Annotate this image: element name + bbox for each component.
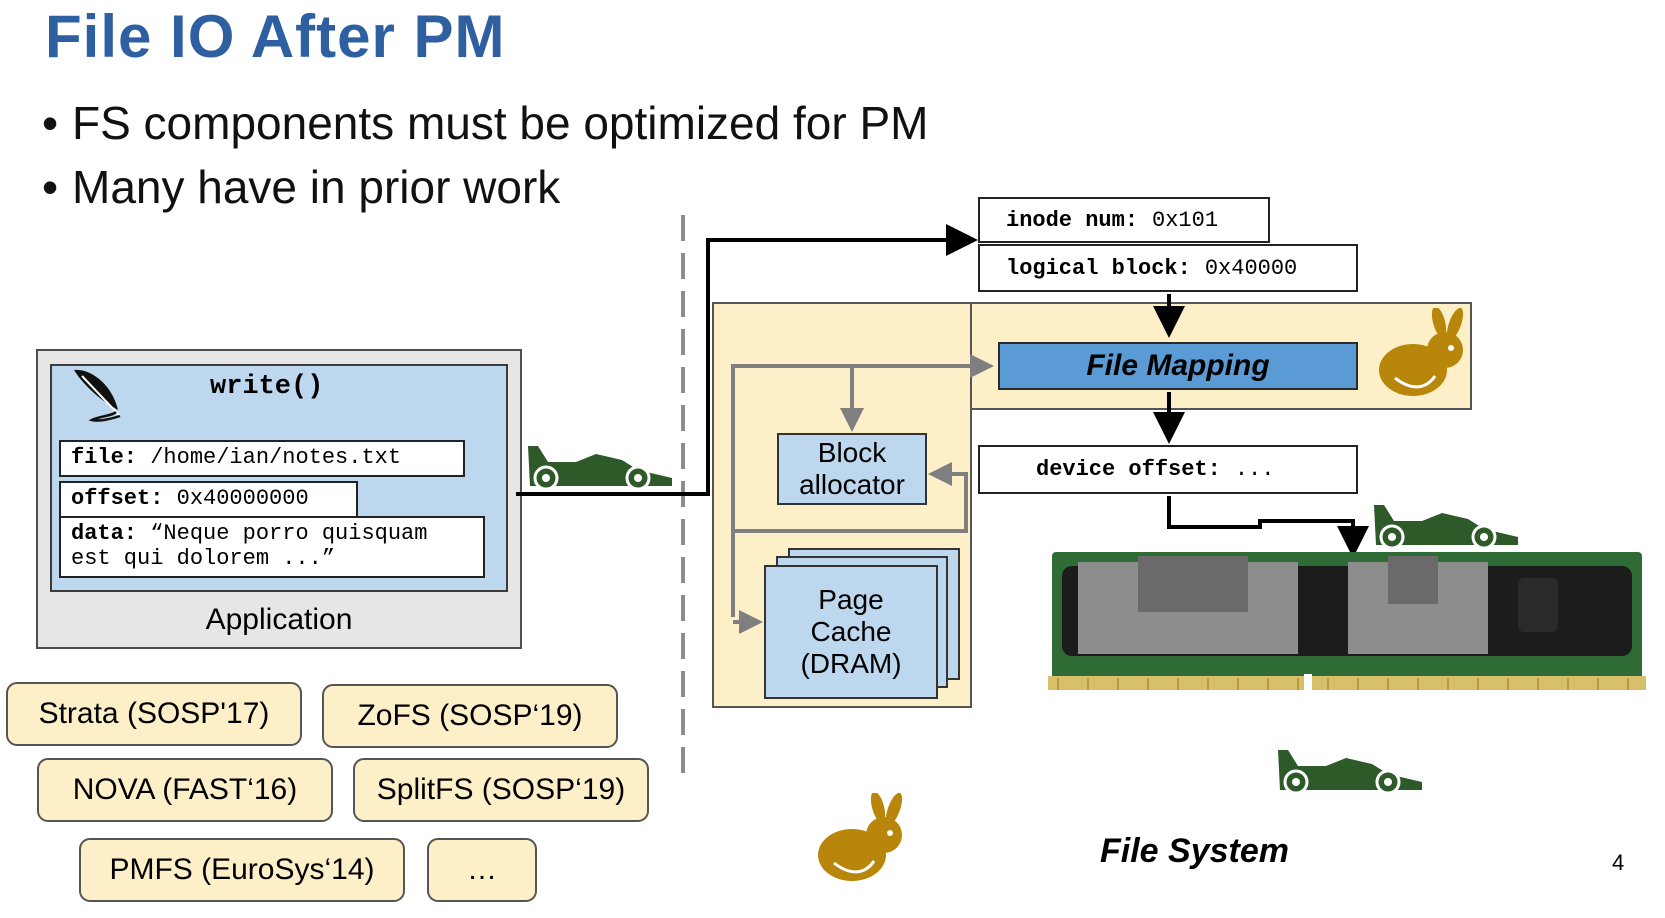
data-key: data: [71,521,138,546]
offset-field: offset: 0x40000000 [59,481,358,518]
block-allocator-line-2: allocator [799,469,905,500]
race-car-icon [1374,505,1518,549]
app-to-fs-arrow [516,224,978,496]
rabbit-icon [818,793,903,881]
file-field: file: /home/ian/notes.txt [59,440,465,477]
inode-value: 0x101 [1152,207,1219,233]
offset-value: 0x40000000 [176,486,309,511]
page-cache-line-3: (DRAM) [800,648,902,679]
race-car-icon [1278,750,1422,794]
ref-pmfs: PMFS (EuroSys‘14) [79,838,405,902]
device-offset-value: ... [1234,457,1275,482]
device-offset-box: device offset:... [978,445,1358,494]
write-call-label: write() [210,372,324,402]
bullet-2: •Many have in prior work [42,161,561,213]
ref-more: … [427,838,537,902]
file-mapping-box: File Mapping [998,342,1358,390]
offset-to-pm-arrow [1167,496,1369,558]
logical-block-key: logical block: [1006,255,1191,281]
bullet-1-text: FS components must be optimized for PM [72,97,929,149]
file-key: file: [71,445,138,470]
page-cache-line-1: Page [818,584,884,615]
rabbit-icon [1379,308,1464,396]
file-value: /home/ian/notes.txt [150,445,402,470]
inode-key: inode num: [1006,207,1139,233]
bullet-2-text: Many have in prior work [72,161,561,213]
block-allocator-line-1: Block [817,437,887,468]
offset-key: offset: [71,486,164,511]
pm-module-image [1048,552,1646,692]
ref-nova: NOVA (FAST‘16) [37,758,333,822]
file-system-label: File System [1100,832,1289,870]
race-car-icon [528,446,672,490]
data-value-line-2: est qui dolorem ...” [71,546,336,571]
ref-strata: Strata (SOSP'17) [6,682,302,746]
ref-splitfs: SplitFS (SOSP‘19) [353,758,649,822]
logical-block-value: 0x40000 [1204,255,1298,281]
page-number: 4 [1612,850,1625,875]
inode-box: inode num: 0x101 [978,197,1270,243]
allocator-loop-arrow [733,462,968,533]
data-field: data: “Neque porro quisquam est qui dolo… [59,516,485,578]
data-value-line-1: “Neque porro quisquam [150,521,428,546]
slide-title: File IO After PM [45,3,506,70]
bullet-1: •FS components must be optimized for PM [42,97,929,149]
application-label: Application [205,603,353,636]
ref-zofs: ZoFS (SOSP‘19) [322,684,618,748]
quill-icon [74,369,121,422]
device-offset-key: device offset: [1036,457,1221,482]
cache-to-mapping-arrow [731,354,994,617]
logical-block-box: logical block: 0x40000 [978,244,1358,292]
page-cache-line-2: Cache [810,616,892,647]
